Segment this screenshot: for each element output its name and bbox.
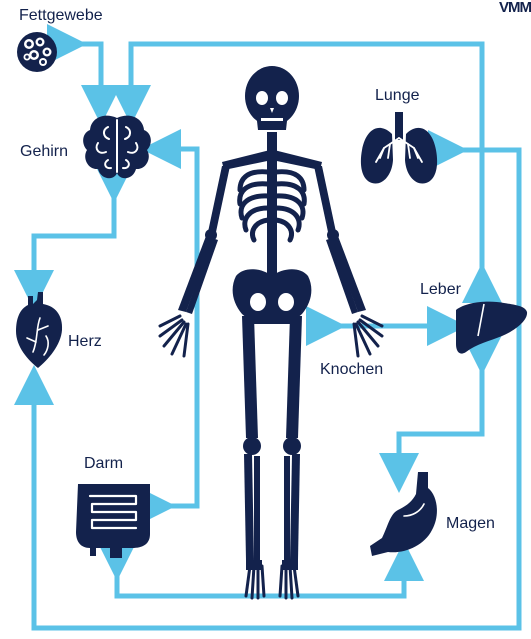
skeleton-figure (160, 66, 382, 598)
arrow-liver-stomach (399, 356, 482, 474)
lungs-icon (361, 112, 437, 184)
label-gehirn: Gehirn (20, 144, 68, 160)
label-darm: Darm (84, 456, 123, 472)
intestine-icon (76, 484, 150, 558)
heart-icon (16, 292, 62, 368)
label-fettgewebe: Fettgewebe (19, 8, 103, 24)
vmm-logo: VMM (499, 0, 531, 15)
brain-icon (83, 116, 151, 179)
fat-tissue-icon (17, 32, 57, 72)
arrow-brain-heart (34, 184, 114, 291)
label-lunge: Lunge (375, 88, 420, 104)
liver-icon (456, 302, 527, 354)
arrow-gut-brain (157, 149, 197, 506)
label-magen: Magen (446, 516, 495, 532)
stomach-icon (370, 472, 437, 556)
label-knochen: Knochen (320, 362, 383, 378)
label-leber: Leber (420, 282, 461, 298)
arrow-fat-brain (68, 44, 101, 106)
label-herz: Herz (68, 334, 102, 350)
